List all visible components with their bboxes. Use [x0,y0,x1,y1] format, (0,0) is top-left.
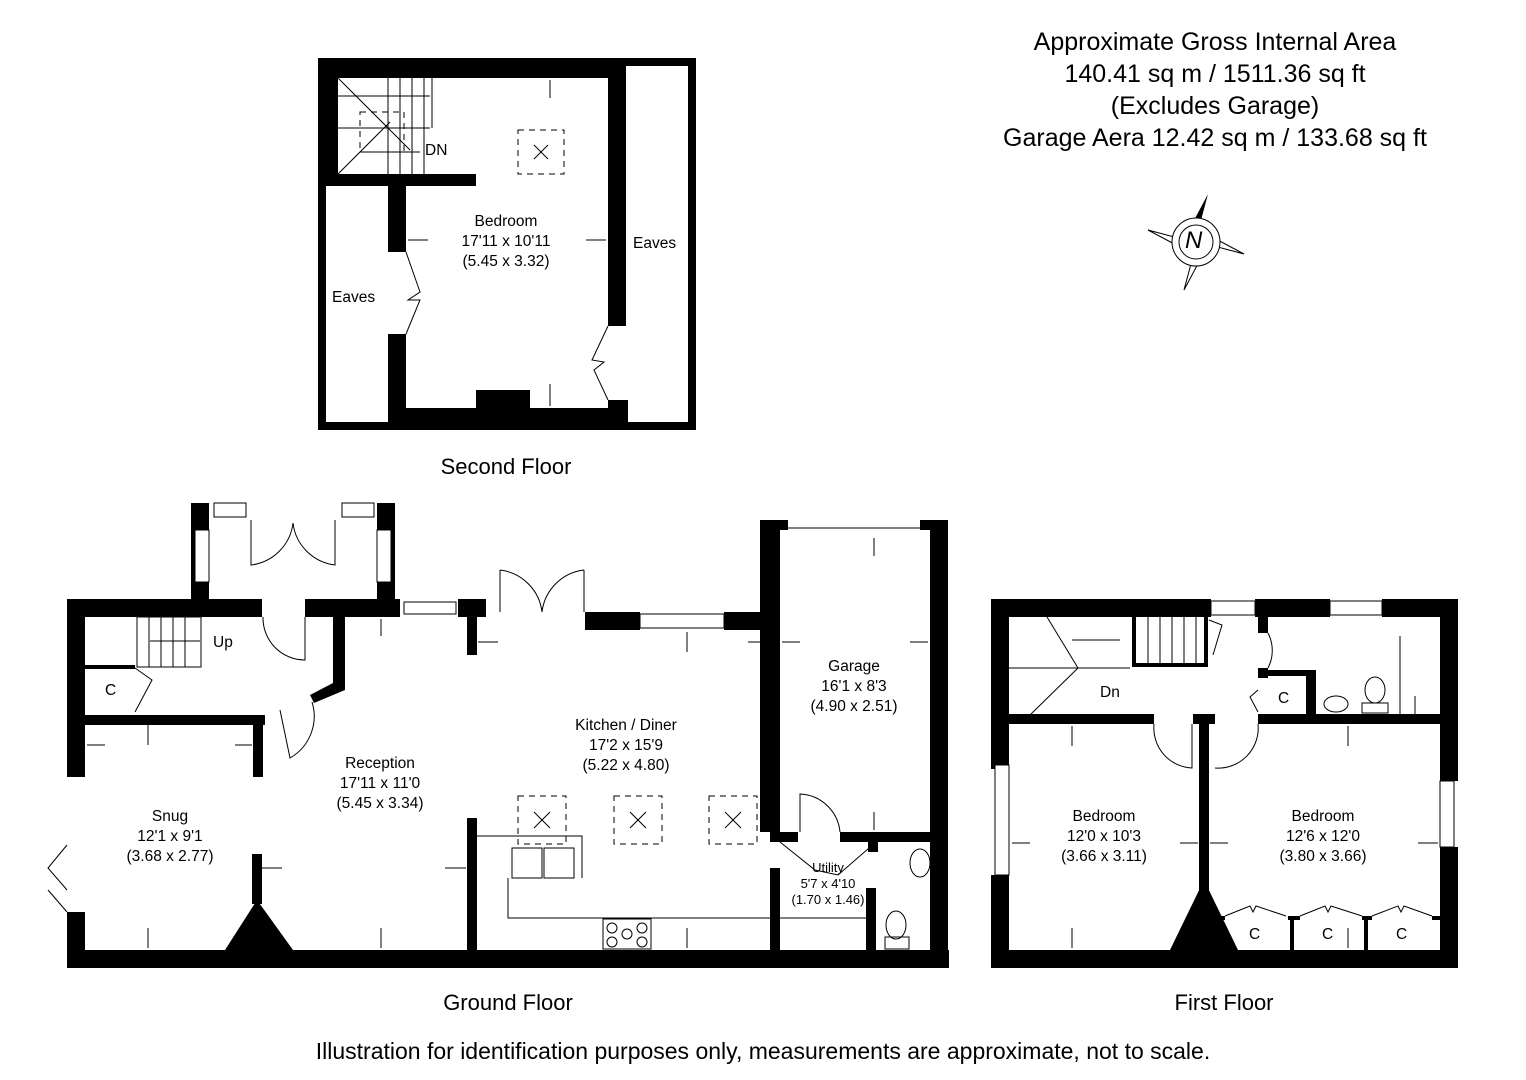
label-eaves-left: Eaves [332,289,376,306]
garage-area: Garage Aera 12.42 sq m / 133.68 sq ft [1003,124,1427,152]
ground-floor-plan [47,502,949,968]
label-cupboard-ground: C [105,682,117,699]
label-cupboard-2: C [1322,926,1334,943]
room-garage: Garage 16'1 x 8'3 (4.90 x 2.51) [810,658,898,715]
room-second-bedroom: Bedroom 17'11 x 10'11 (5.45 x 3.32) [461,213,551,270]
area-note: (Excludes Garage) [1110,92,1320,120]
label-cupboard-3: C [1396,926,1408,943]
room-utility: Utility 5'7 x 4'10 (1.70 x 1.46) [791,860,865,907]
label-eaves-right: Eaves [633,235,677,252]
label-stairs-down: DN [425,142,448,159]
room-snug: Snug 12'1 x 9'1 (3.68 x 2.77) [126,808,214,865]
floor-title-second: Second Floor [440,454,572,479]
first-floor-plan [991,599,1458,968]
area-total: 140.41 sq m / 1511.36 sq ft [1064,60,1366,88]
floor-title-ground: Ground Floor [443,990,573,1015]
label-stairs-dn: Dn [1100,684,1120,701]
room-reception: Reception 17'11 x 11'0 (5.45 x 3.34) [336,755,424,812]
label-cupboard-landing: C [1278,690,1290,707]
area-title: Approximate Gross Internal Area [1033,28,1397,56]
disclaimer-text: Illustration for identification purposes… [315,1038,1211,1064]
label-stairs-up: Up [213,634,233,651]
room-kitchen-diner: Kitchen / Diner 17'2 x 15'9 (5.22 x 4.80… [575,717,677,774]
second-floor-plan [318,58,696,430]
gross-internal-area: Approximate Gross Internal Area 140.41 s… [960,26,1470,154]
compass-north-label: N [1185,227,1203,254]
floor-title-first: First Floor [1174,990,1274,1015]
room-first-bedroom-right: Bedroom 12'6 x 12'0 (3.80 x 3.66) [1279,808,1367,865]
label-cupboard-1: C [1249,926,1261,943]
north-compass-icon [1147,194,1245,291]
room-first-bedroom-left: Bedroom 12'0 x 10'3 (3.66 x 3.11) [1061,808,1147,865]
